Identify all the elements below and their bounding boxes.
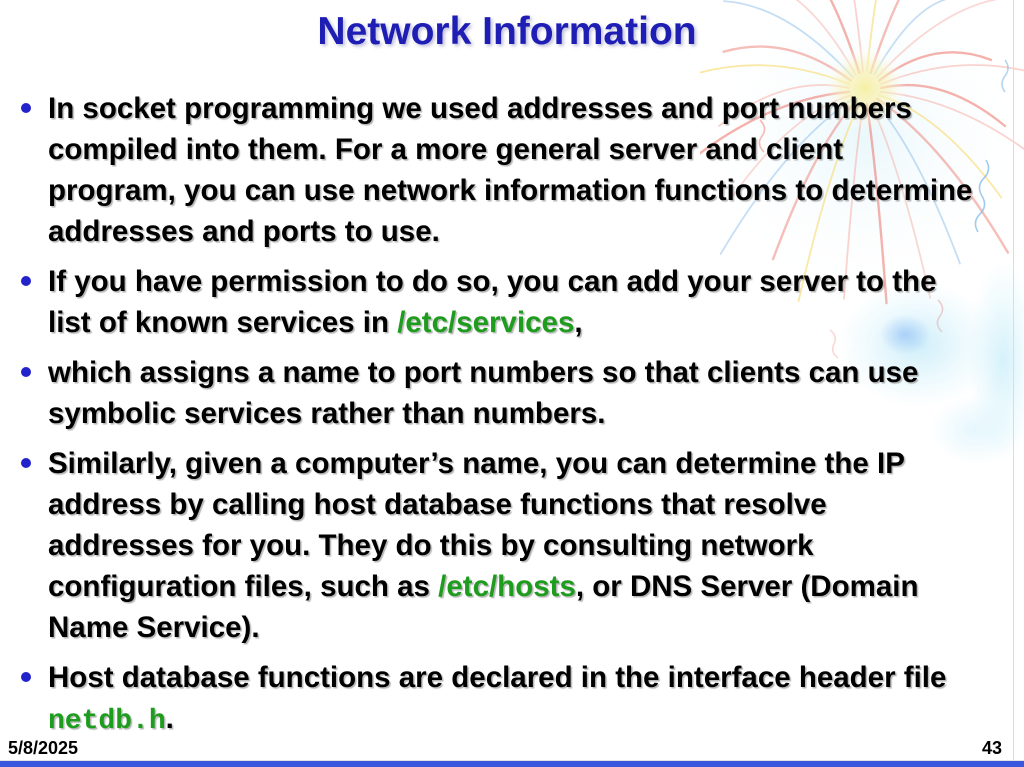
slide-edge-line [1013, 0, 1014, 761]
list-item: Host database functions are declared in … [0, 657, 975, 742]
slide-footer: 5/8/2025 43 [0, 738, 1014, 760]
footer-page-number: 43 [981, 738, 1002, 758]
list-item: Similarly, given a computer’s name, you … [0, 443, 975, 648]
bottom-accent-bar [0, 761, 1024, 767]
list-item: In socket programming we used addresses … [0, 88, 975, 252]
code-text: netdb.h [48, 706, 166, 737]
slide-title: Network Information [317, 10, 697, 53]
bullet-text: In socket programming we used addresses … [48, 92, 973, 248]
footer-date: 5/8/2025 [8, 738, 79, 758]
bullet-icon [21, 103, 31, 113]
bullet-text: . [165, 702, 174, 735]
bullet-icon [21, 672, 31, 682]
right-edge-wash-decoration [968, 260, 1024, 460]
file-path-text: /etc/hosts [438, 570, 576, 603]
bullet-text: Host database functions are declared in … [48, 661, 947, 694]
bullet-text: , [574, 306, 583, 339]
bullet-icon [21, 458, 31, 468]
bullet-text: , or DNS Server (Domain Name Service). [48, 570, 919, 644]
bullet-icon [21, 276, 31, 286]
bullet-list: In socket programming we used addresses … [0, 88, 975, 751]
bullet-icon [21, 367, 31, 377]
file-path-text: /etc/services [397, 306, 575, 339]
list-item: which assigns a name to port numbers so … [0, 352, 975, 434]
list-item: If you have permission to do so, you can… [0, 261, 975, 343]
bullet-text: Similarly, given a computer’s name, you … [48, 447, 905, 603]
slide-edge-line [0, 760, 1024, 761]
bullet-text: which assigns a name to port numbers so … [48, 356, 919, 430]
